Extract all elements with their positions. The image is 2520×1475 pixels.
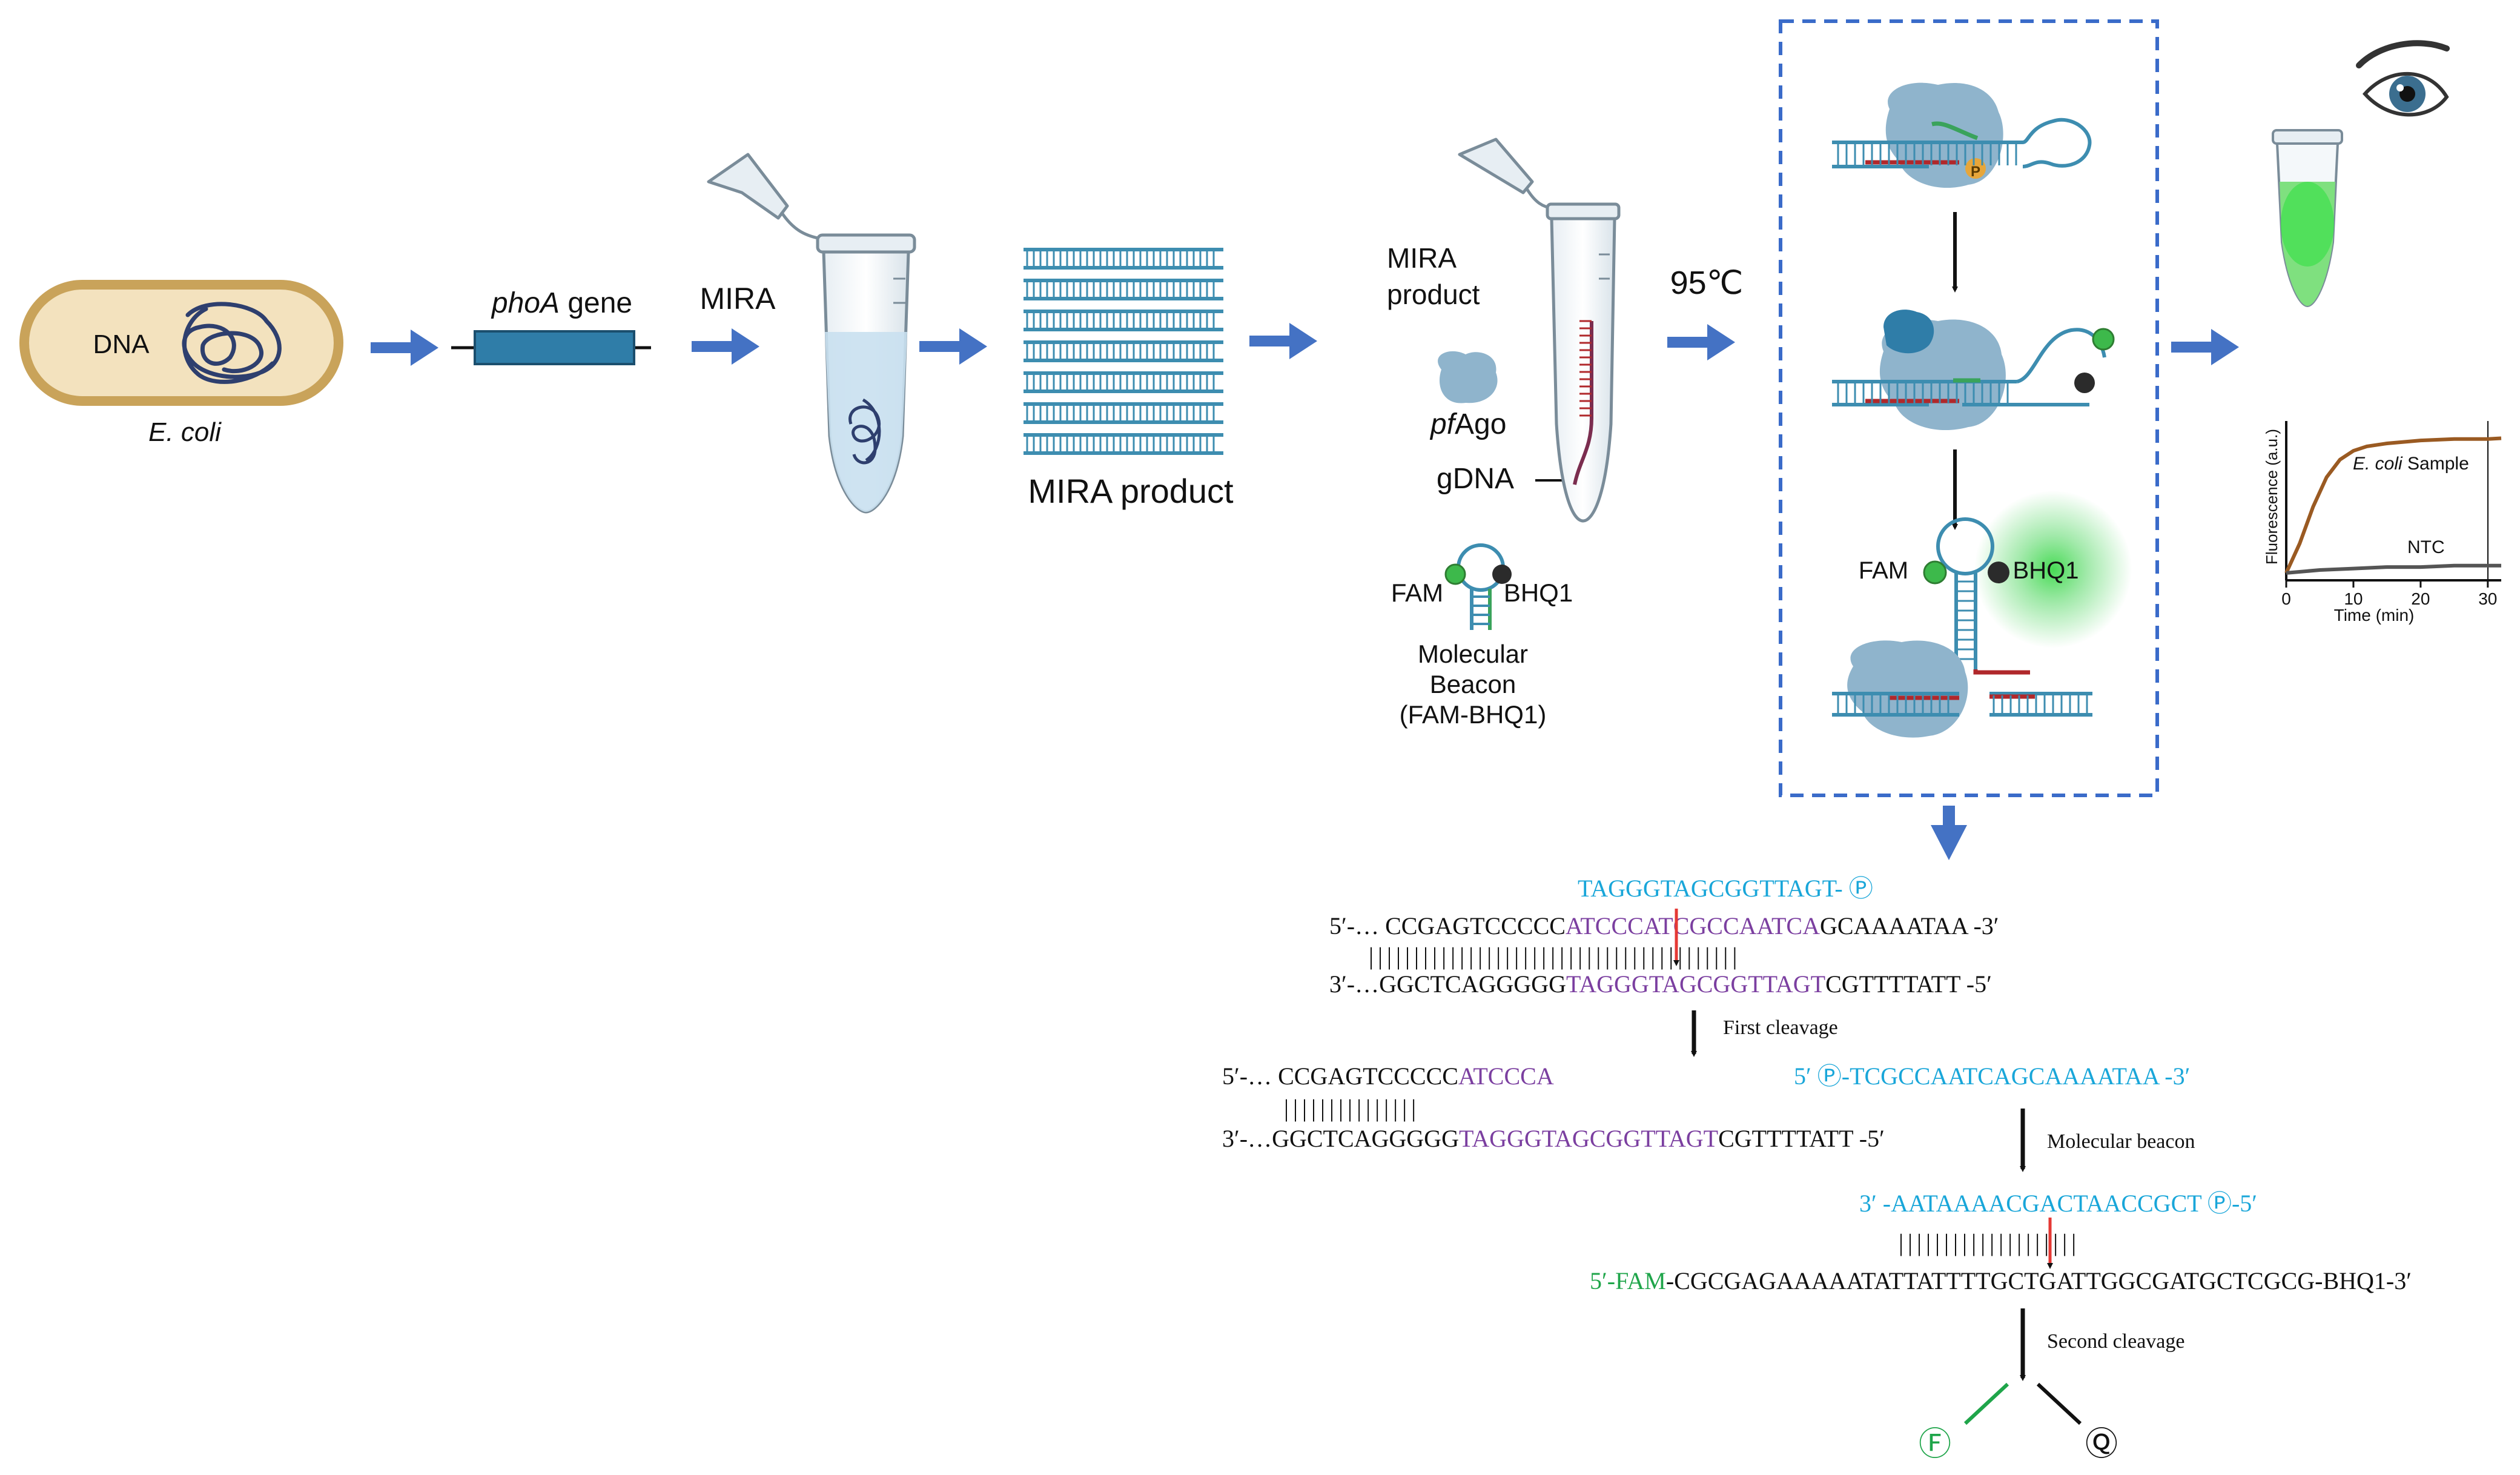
tube-icon <box>707 153 916 514</box>
bhq-release-line <box>2036 1382 2082 1425</box>
dsdna-row <box>1024 310 1223 331</box>
dsdna-row <box>1024 402 1223 424</box>
flow-arrow-2 <box>692 328 759 365</box>
dsdna-row <box>1024 248 1223 270</box>
mira-label: MIRA <box>700 282 776 316</box>
mix-mira-line1: MIRA <box>1387 242 1457 274</box>
plot-ylabel: Fluorescence (a.u.) <box>2263 429 2281 565</box>
beacon-caption-2: Beacon <box>1430 670 1516 698</box>
fluorescence-plot: 0 10 20 30 E. coli Sample NTC Fluorescence … <box>2263 421 2502 625</box>
flow-arrow-5 <box>1667 324 1735 360</box>
left-fragment-top: 5′-… CCGAGTCCCCCATCCCA <box>1222 1062 1554 1090</box>
fluorophore-symbol: Ⓕ <box>1919 1426 1951 1462</box>
beacon-caption-1: Molecular <box>1418 640 1528 668</box>
eye-icon <box>2356 40 2450 117</box>
flow-arrow-3 <box>919 328 987 365</box>
pairing-bars-1: ||||||||||||||||||||||||||||||||||||||||… <box>1369 943 1741 970</box>
pfago-label: pfAgo <box>1429 408 1506 440</box>
dsdna-row <box>1024 371 1223 393</box>
flow-arrow-1 <box>371 330 438 366</box>
flow-arrow-down <box>1931 806 1967 860</box>
dna-label: DNA <box>93 330 150 359</box>
molecular-beacon-icon <box>1444 543 1512 630</box>
tube-icon <box>1458 138 1621 523</box>
second-cleavage-label: Second cleavage <box>2047 1330 2185 1353</box>
mira-product-ladder <box>1024 248 1223 455</box>
tube-icon <box>2272 129 2343 308</box>
beacon-bhq-label: BHQ1 <box>1504 578 1573 607</box>
gene-label: phoA gene <box>491 287 632 319</box>
molecular-beacon-label: Molecular beacon <box>2047 1130 2195 1153</box>
series-label-ecoli: E. coli Sample <box>2353 454 2469 474</box>
signal-fam-label: FAM <box>1859 557 1908 584</box>
beacon-caption-3: (FAM-BHQ1) <box>1400 700 1547 729</box>
target-bottom-strand: 3′-…GGCTCAGGGGGTAGGGTAGCGGTTAGTCGTTTTATT… <box>1329 970 1992 998</box>
probe-guide-1: TAGGGTAGCGGTTAGT- Ⓟ <box>1578 875 1873 902</box>
mira-product-label: MIRA product <box>1028 472 1234 510</box>
x-tick-label: 0 <box>2281 589 2291 608</box>
temperature-label: 95℃ <box>1670 265 1744 301</box>
left-fragment-bottom: 3′-…GGCTCAGGGGGTAGGGTAGCGGTTAGTCGTTTTATT… <box>1222 1125 1885 1152</box>
dsdna-row <box>1024 433 1223 455</box>
x-tick-label: 30 <box>2478 589 2497 608</box>
organism-label: E. coli <box>148 417 222 447</box>
gene-box <box>451 330 651 365</box>
x-tick-label: 10 <box>2344 589 2363 608</box>
pairing-bars-2: |||||||||||||||||||| <box>1899 1229 2080 1256</box>
beacon-fam-label: FAM <box>1391 578 1443 607</box>
plot-xlabel: Time (min) <box>2334 606 2415 625</box>
x-tick-label: 20 <box>2411 589 2430 608</box>
quencher-symbol: Ⓠ <box>2085 1426 2118 1462</box>
mechanism-panel-cleavage <box>1832 310 2115 431</box>
flow-arrow-4 <box>1249 323 1317 359</box>
fam-release-line <box>1963 1382 2009 1425</box>
mechanism-box <box>1779 19 2159 797</box>
cleaved-guide-fragment: 5′ Ⓟ-TCGCCAATCAGCAAAATAA -3′ <box>1794 1062 2190 1090</box>
pairing-bars-left: ||||||||||||||| <box>1284 1095 1420 1122</box>
phosphate-label: P <box>1971 164 1980 180</box>
dsdna-row <box>1024 340 1223 362</box>
signal-bhq-label: BHQ1 <box>2013 557 2079 584</box>
series-line-ecoli <box>2284 436 2502 574</box>
pfago-protein-icon <box>1438 351 1498 403</box>
series-label-ntc: NTC <box>2407 537 2445 557</box>
mechanism-panel-binding: P <box>1832 82 2092 188</box>
gdna-label: gDNA <box>1437 463 1514 495</box>
series-line-ntc <box>2286 563 2501 575</box>
dsdna-row <box>1024 279 1223 300</box>
target-top-strand: 5′-… CCGAGTCCCCCATCCCATCGCCAATCAGCAAAATA… <box>1329 912 1999 940</box>
guide-2: 3′ -AATAAAACGACTAACCGCT Ⓟ-5′ <box>1859 1190 2257 1217</box>
bacterium-icon <box>19 280 343 406</box>
flow-arrow-6 <box>2171 329 2239 365</box>
beacon-sequence: 5′-FAM-CGCGAGAAAAATATTATTTTGCTGATTGGCGAT… <box>1590 1267 2412 1294</box>
first-cleavage-label: First cleavage <box>1723 1016 1838 1039</box>
mix-mira-line2: product <box>1387 279 1480 310</box>
mechanism-panel-signal <box>1832 491 2132 738</box>
